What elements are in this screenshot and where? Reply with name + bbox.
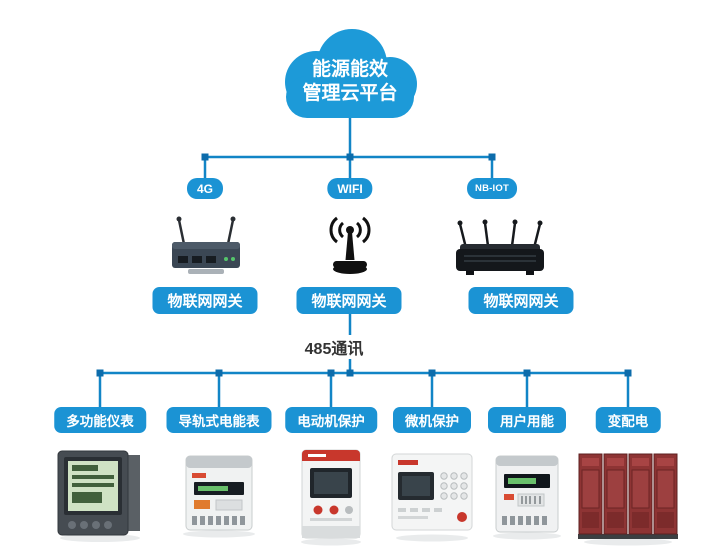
multifunction-meter-image — [57, 450, 140, 542]
badge-nbiot: NB-IOT — [467, 178, 517, 199]
device-label-microcomputer-protection: 微机保护 — [393, 407, 471, 433]
badge-wifi: WIFI — [327, 178, 373, 199]
cloud-platform: 能源能效 管理云平台 — [264, 26, 436, 130]
device-label-multifunction-meter: 多功能仪表 — [54, 407, 146, 433]
cloud-title: 能源能效 管理云平台 — [264, 58, 436, 106]
cloud-icon — [285, 29, 417, 118]
device-label-user-energy: 用户用能 — [488, 407, 566, 433]
din-energy-meter-image — [183, 455, 255, 538]
gateway-label-3: 物联网网关 — [468, 287, 574, 314]
motor-protection-image — [301, 449, 361, 546]
user-energy-meter-image — [493, 455, 561, 540]
bus-485-label: 485通讯 — [297, 335, 371, 359]
gateway-label-1: 物联网网关 — [152, 287, 258, 314]
microcomputer-protection-image — [391, 453, 473, 542]
switchgear-cabinets-image — [578, 453, 678, 546]
badge-4g: 4G — [186, 178, 224, 199]
gateway-nbiot-router-image — [456, 219, 544, 275]
gateway-label-2: 物联网网关 — [296, 287, 402, 314]
device-label-motor-protection: 电动机保护 — [285, 407, 377, 433]
gateway-4g-router-image — [172, 216, 240, 274]
wifi-antenna-icon — [329, 216, 371, 274]
cloud-title-line2: 管理云平台 — [302, 83, 398, 104]
device-label-din-energy-meter: 导轨式电能表 — [166, 407, 272, 433]
device-label-power-distribution: 变配电 — [595, 407, 661, 433]
cloud-title-line1: 能源能效 — [311, 59, 388, 80]
